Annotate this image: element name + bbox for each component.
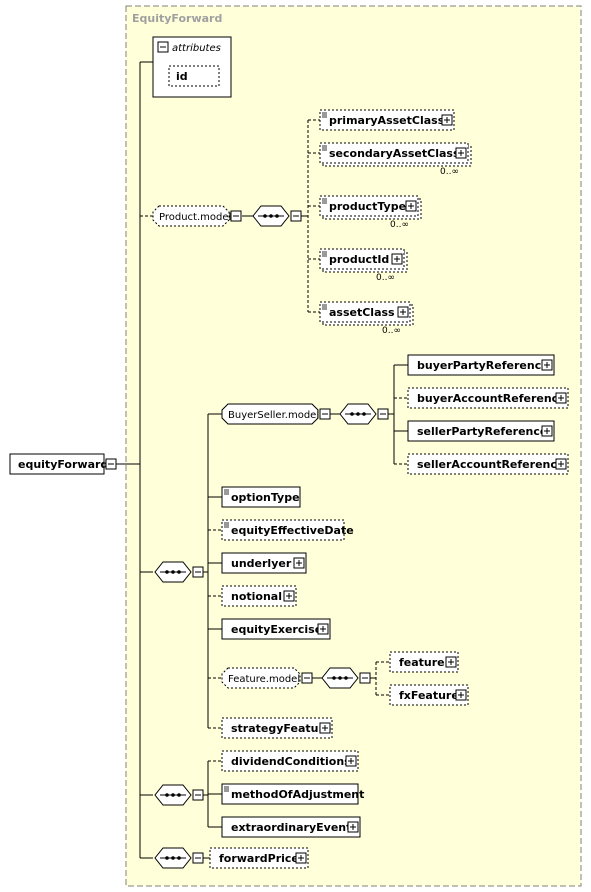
element-strategyFeature-expand-icon[interactable] (319, 722, 331, 734)
element-productId[interactable]: productId 0..∞ (319, 248, 408, 283)
element-secondaryAssetClass-expand-icon[interactable] (455, 147, 467, 159)
element-productId-expand-icon[interactable] (391, 253, 403, 265)
element-equityExercise-expand-icon[interactable] (317, 623, 329, 635)
element-assetClass-expand-icon[interactable] (397, 306, 409, 318)
element-notional-label: notional (231, 590, 282, 603)
feature-model-group[interactable]: Feature.model (221, 667, 313, 689)
collapse-icon[interactable] (290, 210, 302, 222)
element-buyerPartyReference[interactable]: buyerPartyReference (407, 354, 555, 376)
element-feature-expand-icon[interactable] (445, 656, 457, 668)
element-extraordinaryEvents-label: extraordinaryEvents (231, 821, 358, 834)
product-model-group-label: Product.model (159, 212, 231, 223)
element-productType-label: productType (329, 200, 406, 213)
element-sellerAccountReference[interactable]: sellerAccountReference (407, 453, 569, 475)
element-sellerPartyReference-label: sellerPartyReference (417, 425, 547, 438)
feature-model-group-label: Feature.model (228, 674, 300, 685)
element-notional-expand-icon[interactable] (283, 590, 295, 602)
product-model-group[interactable]: Product.model (152, 205, 242, 227)
element-forwardPrice-expand-icon[interactable] (295, 852, 307, 864)
element-productId-cardinality: 0..∞ (376, 273, 395, 283)
element-assetClass-cardinality: 0..∞ (382, 326, 401, 336)
element-equityEffectiveDate-label: equityEffectiveDate (231, 524, 354, 537)
element-buyerAccountReference-label: buyerAccountReference (417, 392, 566, 405)
attribute-id[interactable]: id (176, 70, 188, 83)
collapse-icon[interactable] (192, 852, 204, 864)
collapse-icon[interactable] (192, 789, 204, 801)
element-strategyFeature-label: strategyFeature (231, 722, 331, 735)
collapse-icon[interactable] (192, 566, 204, 578)
element-productType-expand-icon[interactable] (405, 200, 417, 212)
element-sellerPartyReference-expand-icon[interactable] (541, 425, 553, 437)
buyer-seller-sequence[interactable] (339, 403, 389, 425)
element-extraordinaryEvents-expand-icon[interactable] (347, 821, 359, 833)
element-fxFeature[interactable]: fxFeature (389, 684, 469, 706)
element-productId-label: productId (329, 253, 389, 266)
collapse-icon[interactable] (157, 41, 169, 53)
element-productType[interactable]: productType 0..∞ (319, 195, 422, 230)
element-fxFeature-label: fxFeature (399, 689, 459, 702)
element-methodOfAdjustment[interactable]: methodOfAdjustment (221, 783, 364, 805)
element-feature[interactable]: feature (389, 651, 459, 673)
collapse-icon[interactable] (230, 210, 242, 222)
root-element-equityForward[interactable]: equityForward (9, 453, 117, 475)
buyer-seller-model-group[interactable]: BuyerSeller.model (221, 403, 331, 425)
element-feature-label: feature (399, 656, 445, 669)
collapse-icon[interactable] (301, 672, 313, 684)
complex-type-title: EquityForward (132, 12, 222, 25)
main-sequence[interactable] (154, 561, 204, 583)
element-strategyFeature[interactable]: strategyFeature (221, 717, 333, 739)
buyer-seller-model-group-label: BuyerSeller.model (228, 410, 319, 421)
element-dividendConditions[interactable]: dividendConditions (221, 750, 359, 772)
element-forwardPrice-label: forwardPrice (219, 852, 299, 865)
element-forwardPrice[interactable]: forwardPrice (209, 847, 309, 869)
element-extraordinaryEvents[interactable]: extraordinaryEvents (221, 816, 361, 838)
element-assetClass-label: assetClass (329, 306, 395, 319)
element-equityExercise[interactable]: equityExercise (221, 618, 331, 640)
root-element-label: equityForward (18, 458, 108, 471)
element-underlyer-label: underlyer (231, 557, 292, 570)
element-equityEffectiveDate[interactable]: equityEffectiveDate (221, 519, 354, 541)
attributes-label: attributes (172, 43, 221, 54)
element-dividendConditions-label: dividendConditions (231, 755, 351, 768)
connectors (116, 61, 408, 859)
element-buyerPartyReference-label: buyerPartyReference (417, 359, 549, 372)
element-equityExercise-label: equityExercise (231, 623, 322, 636)
element-secondaryAssetClass[interactable]: secondaryAssetClass 0..∞ (319, 142, 472, 177)
element-underlyer[interactable]: underlyer (221, 552, 307, 574)
element-sellerAccountReference-expand-icon[interactable] (555, 458, 567, 470)
collapse-icon[interactable] (105, 458, 117, 470)
element-dividendConditions-expand-icon[interactable] (345, 755, 357, 767)
element-underlyer-expand-icon[interactable] (293, 557, 305, 569)
element-methodOfAdjustment-label: methodOfAdjustment (231, 788, 364, 801)
element-optionType[interactable]: optionType (221, 486, 301, 508)
element-sellerPartyReference[interactable]: sellerPartyReference (407, 420, 555, 442)
element-productType-cardinality: 0..∞ (390, 220, 409, 230)
element-assetClass[interactable]: assetClass 0..∞ (319, 301, 414, 336)
collapse-icon[interactable] (377, 408, 389, 420)
product-sequence[interactable] (252, 205, 302, 227)
element-primaryAssetClass[interactable]: primaryAssetClass (319, 109, 455, 131)
collapse-icon[interactable] (319, 408, 331, 420)
collapse-icon[interactable] (359, 672, 371, 684)
element-buyerAccountReference[interactable]: buyerAccountReference (407, 387, 569, 409)
element-secondaryAssetClass-label: secondaryAssetClass (329, 147, 460, 160)
element-notional[interactable]: notional (221, 585, 297, 607)
element-primaryAssetClass-label: primaryAssetClass (329, 114, 445, 127)
adjust-sequence[interactable] (154, 784, 204, 806)
element-buyerAccountReference-expand-icon[interactable] (555, 392, 567, 404)
node-layer: equityForward Product.model primaryAssetCl… (9, 109, 569, 869)
attributes-group: attributes id (152, 36, 232, 98)
element-sellerAccountReference-label: sellerAccountReference (417, 458, 564, 471)
element-secondaryAssetClass-cardinality: 0..∞ (440, 167, 459, 177)
element-primaryAssetClass-expand-icon[interactable] (441, 114, 453, 126)
element-buyerPartyReference-expand-icon[interactable] (541, 359, 553, 371)
price-sequence[interactable] (154, 847, 204, 869)
feature-sequence[interactable] (321, 667, 371, 689)
element-optionType-label: optionType (231, 491, 300, 504)
element-fxFeature-expand-icon[interactable] (455, 689, 467, 701)
